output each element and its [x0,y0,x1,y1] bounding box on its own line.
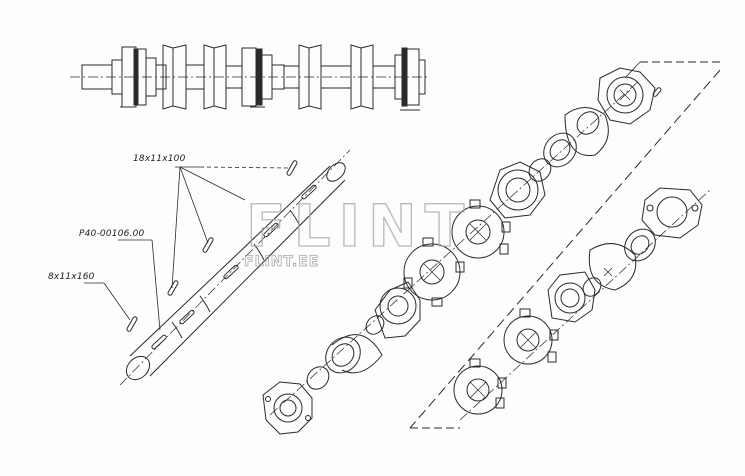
label-key-8x11x160: 8x11x160 [48,272,95,282]
keys [126,160,298,332]
assembled-shaft [70,44,430,111]
watermark-logo: FLINT [245,191,473,260]
watermark-url: FLINT.EE [244,254,320,271]
sprocket-4 [453,358,507,415]
sprocket-1 [403,237,465,307]
splined-shaft [119,149,351,386]
sprocket-3 [503,308,559,365]
leader-lines [84,166,291,331]
middle-component-chain [262,61,721,435]
label-part-number: P40-00106.00 [79,229,145,239]
label-key-18x11x100: 18x11x100 [133,154,186,164]
sprocket-2 [451,199,511,259]
right-component-chain [453,187,711,421]
